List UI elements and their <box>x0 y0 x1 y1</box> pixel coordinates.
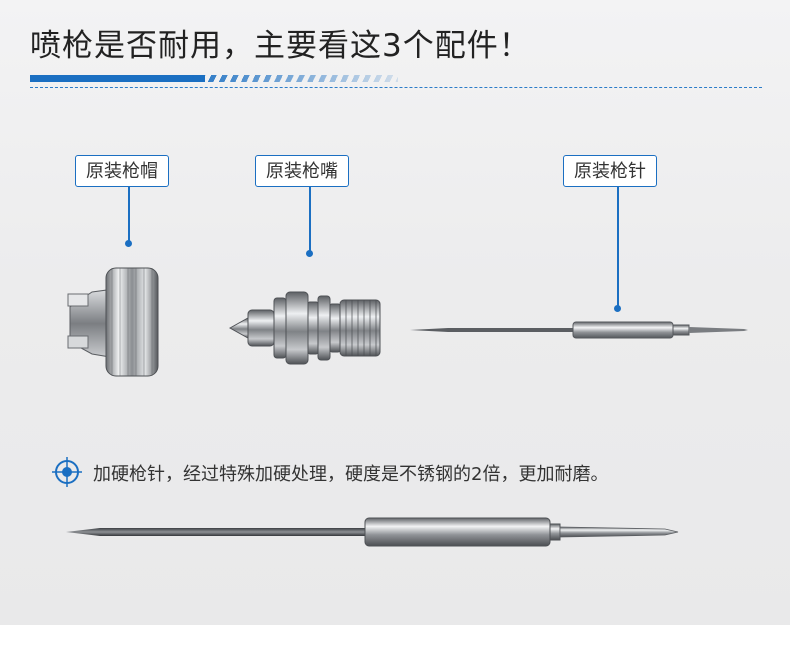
hardened-needle-image <box>66 517 679 547</box>
callout-dot-air-cap <box>125 240 132 247</box>
callout-line-needle <box>617 187 619 307</box>
needle-image <box>410 321 748 339</box>
part-label-nozzle: 原装枪嘴 <box>255 155 349 187</box>
title-underline-bar <box>30 75 205 82</box>
feature-description: 加硬枪针，经过特殊加硬处理，硬度是不锈钢的2倍，更加耐磨。 <box>93 464 609 485</box>
target-icon <box>52 457 82 487</box>
callout-line-air-cap <box>128 187 130 242</box>
callout-line-nozzle <box>309 187 311 252</box>
callout-dot-needle <box>614 305 621 312</box>
title-underline-hatch <box>178 75 398 82</box>
part-label-air-cap: 原装枪帽 <box>75 155 169 187</box>
callout-dot-nozzle <box>306 250 313 257</box>
page-title: 喷枪是否耐用，主要看这3个配件！ <box>30 28 531 64</box>
air-cap-image <box>67 267 159 377</box>
nozzle-image <box>228 291 381 365</box>
part-label-needle: 原装枪针 <box>563 155 657 187</box>
title-dashed-divider <box>30 87 762 88</box>
